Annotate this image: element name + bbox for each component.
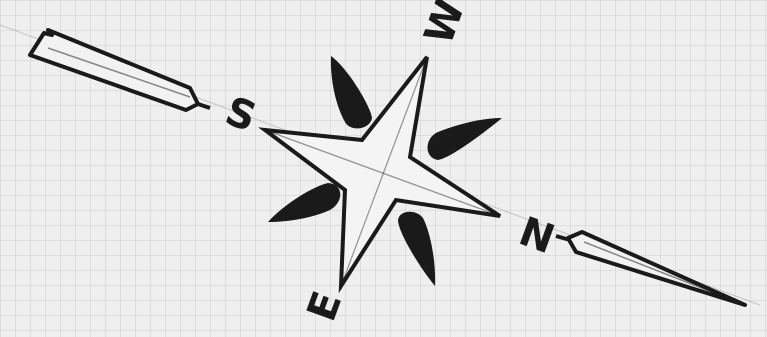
compass-canvas: S N E W [0,0,767,337]
compass-diagram: S N E W [0,0,767,337]
